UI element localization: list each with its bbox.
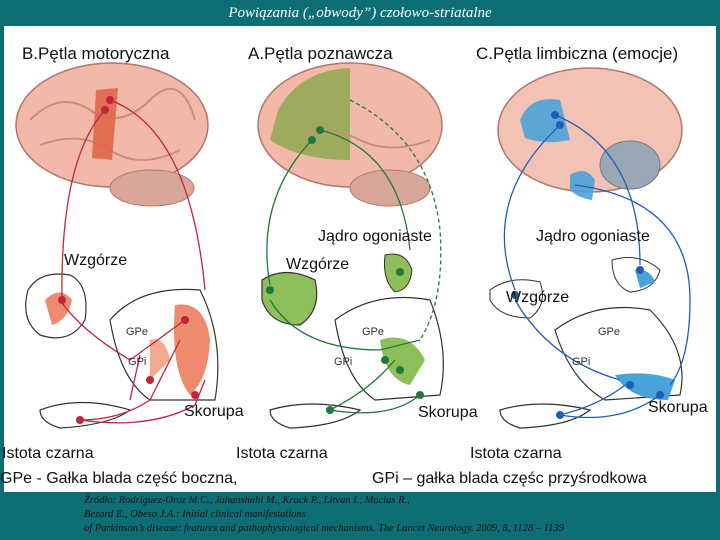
thalamus-label-cognitive: Wzgórze — [286, 256, 350, 273]
citation-line-1: Źródło: Rodriguez-Oroz M.C., Jahanshahi … — [84, 495, 410, 506]
loop-limbic-label: C.Pętla limbiczna (emocje) — [476, 44, 679, 63]
right-border — [716, 26, 720, 496]
substantia-nigra-label-cognitive: Istota czarna — [236, 445, 328, 462]
motor-nodes — [58, 96, 199, 424]
substantia-nigra-label-limbic: Istota czarna — [470, 445, 562, 462]
caudate-label-limbic: Jądro ogoniaste — [536, 228, 650, 245]
left-border — [0, 26, 4, 496]
source-citation: Źródło: Rodriguez-Oroz M.C., Jahanshahi … — [84, 494, 704, 536]
loop-motor-label: B.Pętla motoryczna — [22, 44, 170, 63]
basal-ganglia-limbic — [489, 257, 683, 429]
slide-title: Powiązania („obwody”) czołowo-striatalne — [0, 0, 720, 26]
gpe-definition: GPe - Gałka blada część boczna, — [0, 470, 238, 487]
circuit-diagram — [15, 62, 691, 429]
footer-bar — [0, 492, 720, 540]
basal-ganglia-motor — [25, 273, 219, 429]
gpi-label-motor: GPi — [128, 356, 147, 368]
gpi-label-cognitive: GPi — [334, 356, 353, 368]
putamen-label-cognitive: Skorupa — [418, 404, 478, 421]
putamen-label-motor: Skorupa — [184, 403, 244, 420]
gpi-definition: GPi – gałka blada częśc przyśrodkowa — [372, 470, 647, 487]
loop-cognitive-label: A.Pętla poznawcza — [248, 44, 393, 63]
thalamus-label-motor: Wzgórze — [64, 252, 128, 269]
thalamus-label-limbic: Wzgórze — [506, 289, 570, 306]
substantia-nigra-label-motor: Istota czarna — [2, 445, 94, 462]
brain-motor — [15, 62, 209, 207]
gpe-label-limbic: GPe — [598, 326, 621, 338]
cognitive-loop-paths — [266, 99, 442, 414]
limbic-nodes — [511, 111, 664, 419]
caudate-label-cognitive: Jądro ogoniaste — [318, 228, 432, 245]
citation-line-2: Bezard E., Obeso J.A.: Initial clinical … — [84, 509, 306, 520]
brain-limbic — [497, 67, 683, 200]
putamen-label-limbic: Skorupa — [648, 399, 708, 416]
brain-cognitive — [257, 62, 443, 207]
gpe-label-motor: GPe — [126, 326, 149, 338]
cognitive-nodes — [266, 126, 424, 414]
motor-loop-paths — [59, 99, 206, 424]
limbic-loop-paths — [503, 114, 691, 419]
gpe-label-cognitive: GPe — [362, 326, 385, 338]
gpi-label-limbic: GPi — [572, 356, 591, 368]
citation-line-3: of Parkinson’s disease: features and pat… — [84, 523, 564, 534]
